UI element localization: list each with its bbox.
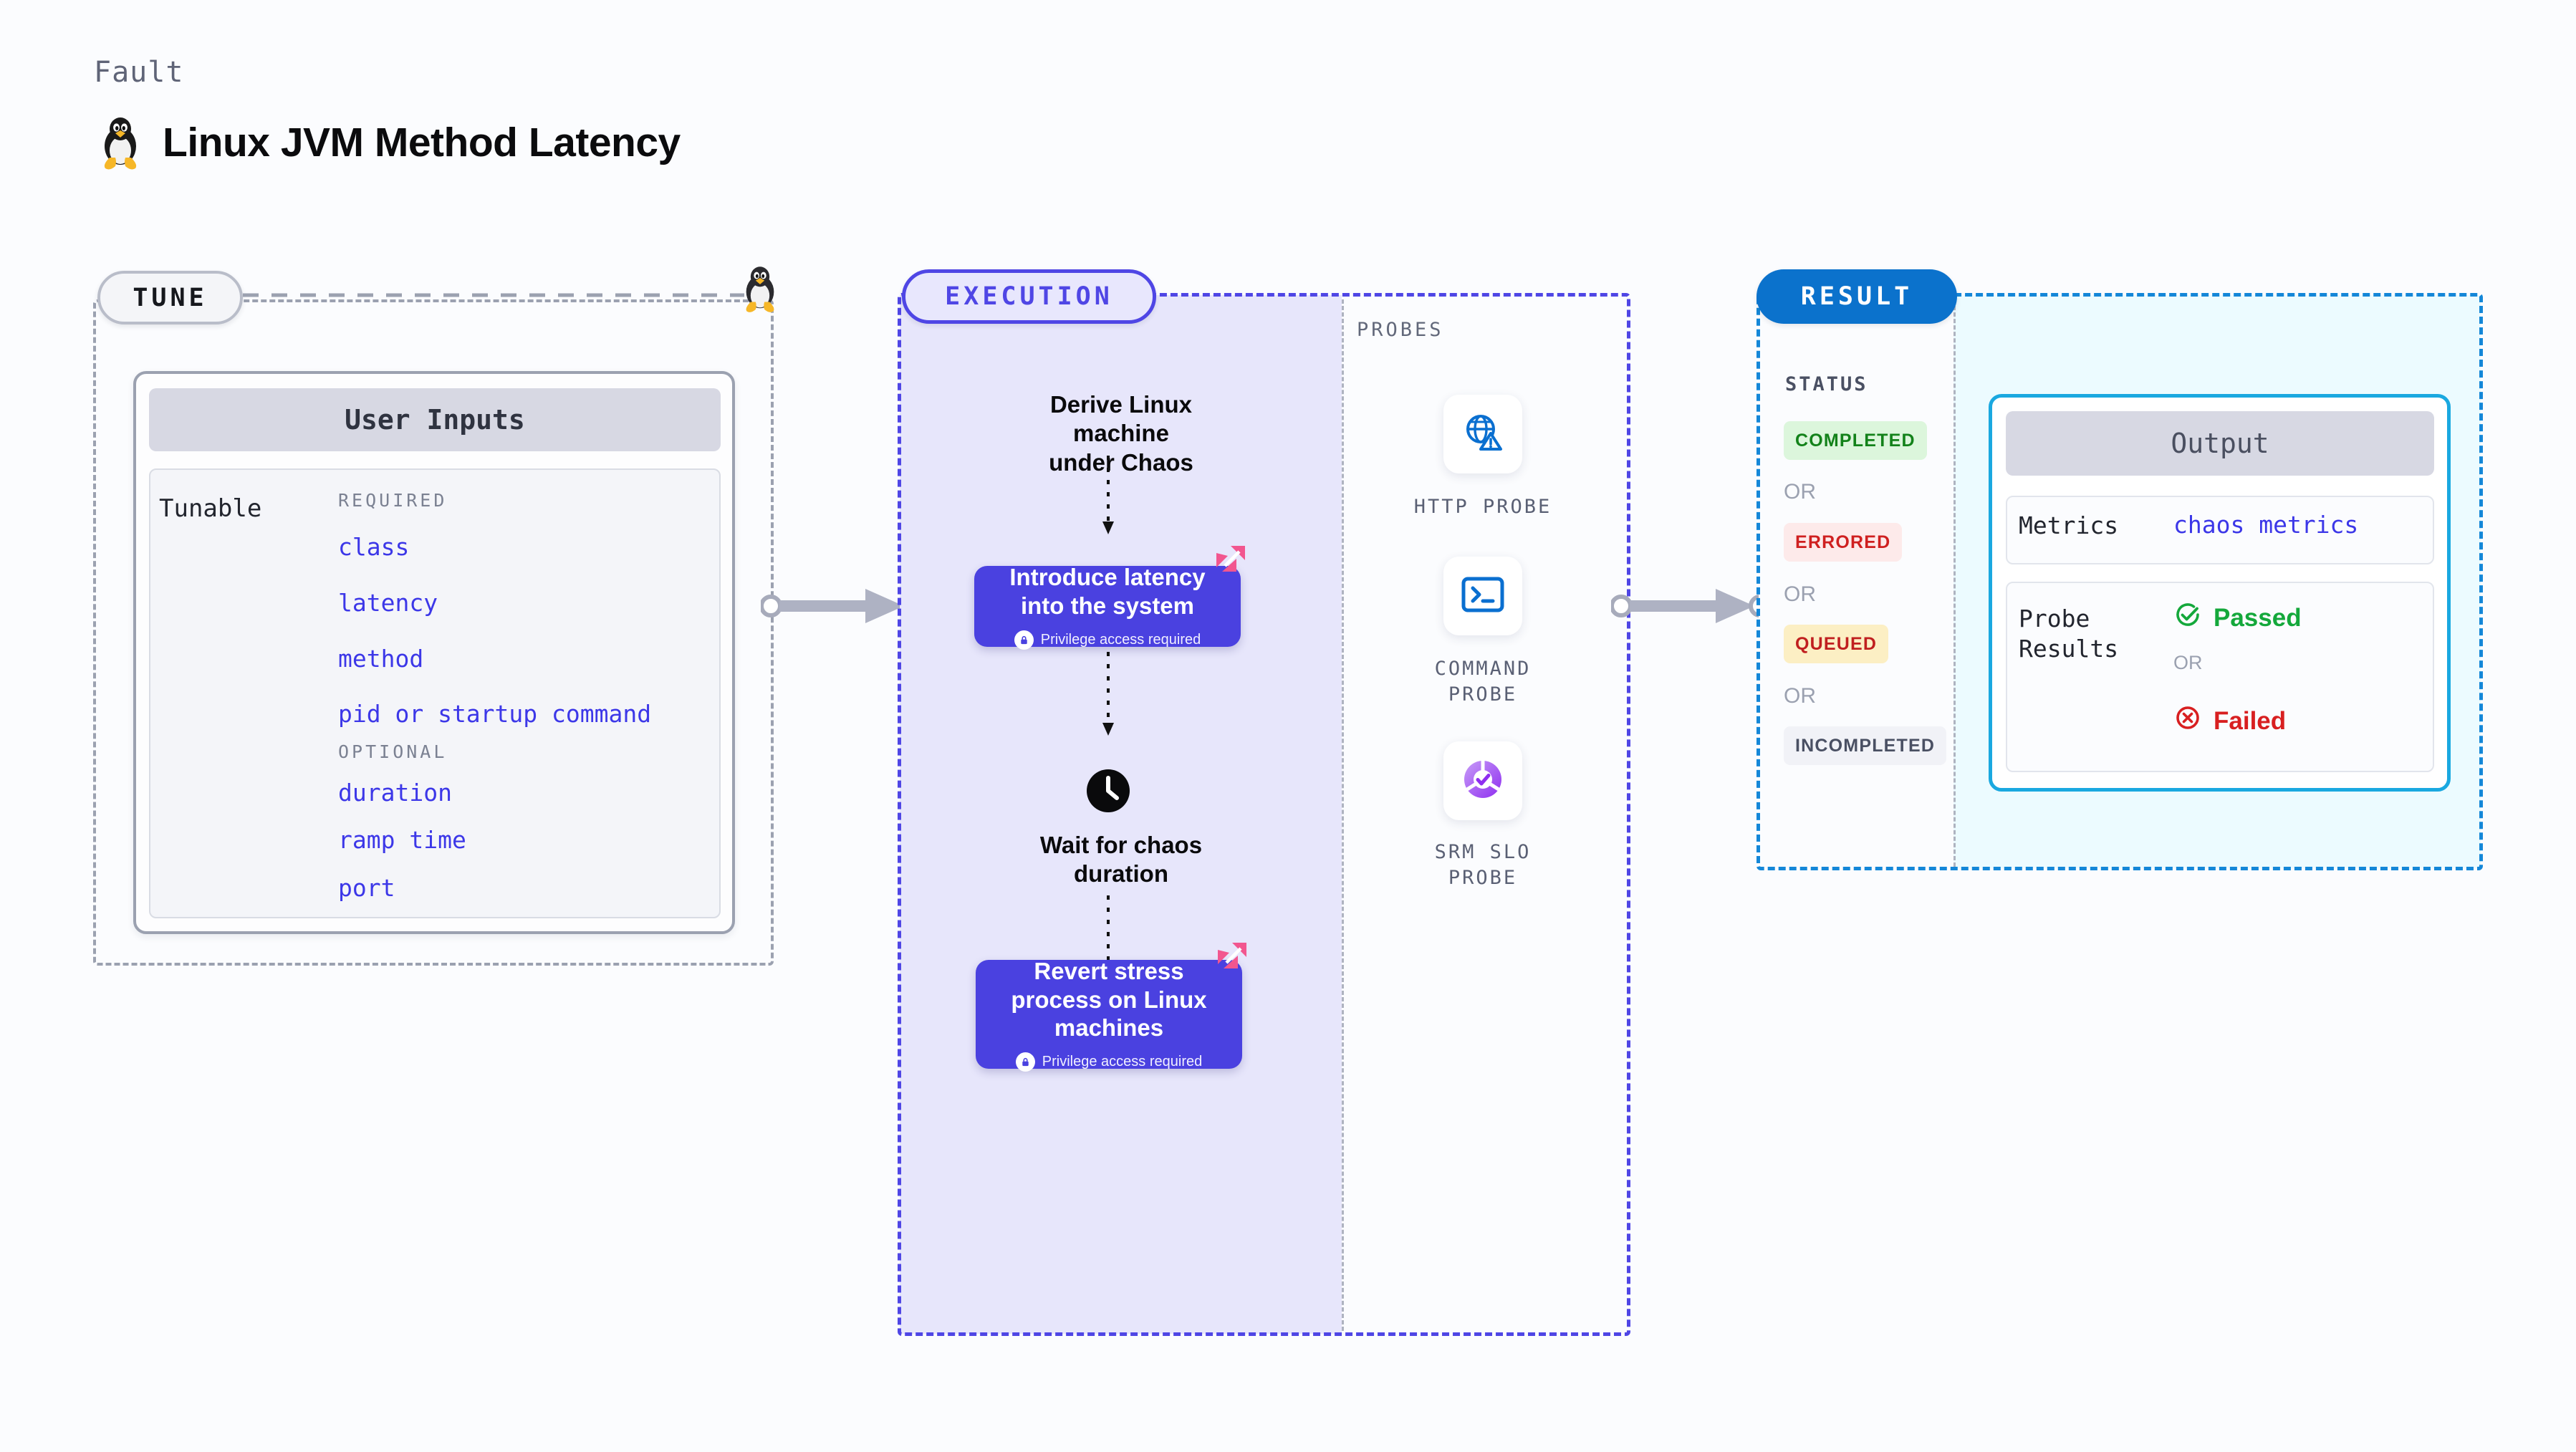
status-heading: STATUS xyxy=(1785,373,1868,395)
linux-penguin-icon xyxy=(97,115,144,170)
clock-icon xyxy=(1084,766,1133,819)
execution-stage-container xyxy=(898,293,1630,1336)
status-badge-completed: COMPLETED xyxy=(1784,421,1927,460)
tunable-class[interactable]: class xyxy=(338,533,410,561)
result-status-fill xyxy=(1759,295,1953,868)
check-circle-icon xyxy=(2173,600,2202,635)
tunable-pid-or-startup-command[interactable]: pid or startup command xyxy=(338,700,652,728)
tune-dashed-link xyxy=(243,293,744,297)
result-pill[interactable]: RESULT xyxy=(1756,269,1957,324)
execution-fill xyxy=(900,295,1342,1334)
user-inputs-header-label: User Inputs xyxy=(345,404,525,436)
introduce-latency-privilege-note: Privilege access required xyxy=(1014,630,1201,650)
execution-probes-divider xyxy=(1342,299,1344,1331)
required-group-label: REQUIRED xyxy=(338,490,448,511)
status-badge-incompleted-label: INCOMPLETED xyxy=(1795,735,1936,756)
tunable-port[interactable]: port xyxy=(338,874,395,902)
status-badge-errored: ERRORED xyxy=(1784,523,1903,562)
result-pill-label: RESULT xyxy=(1800,282,1913,311)
slo-gauge-icon xyxy=(1461,757,1505,805)
page-title-row: Linux JVM Method Latency xyxy=(97,115,681,170)
tune-stage-container xyxy=(93,299,774,966)
tune-linux-penguin-icon xyxy=(739,264,781,317)
revert-stress-privilege-text: Privilege access required xyxy=(1042,1053,1203,1069)
fault-kicker: Fault xyxy=(94,56,184,89)
output-card-header-label: Output xyxy=(2171,428,2269,459)
execution-to-result-connector xyxy=(1611,589,1772,623)
status-badge-completed-label: COMPLETED xyxy=(1795,430,1916,451)
introduce-latency-privilege-text: Privilege access required xyxy=(1040,631,1201,648)
execution-pill[interactable]: EXECUTION xyxy=(902,269,1156,324)
status-badge-queued: QUEUED xyxy=(1784,625,1889,663)
tunable-method[interactable]: method xyxy=(338,645,424,673)
execution-arrow-1 xyxy=(1102,456,1114,534)
output-metrics-value[interactable]: chaos metrics xyxy=(2173,511,2359,539)
output-probe-passed: Passed xyxy=(2173,600,2302,635)
tunable-duration[interactable]: duration xyxy=(338,779,452,807)
x-circle-icon xyxy=(2173,703,2202,739)
output-probe-or: OR xyxy=(2173,652,2203,673)
tunable-ramp-time[interactable]: ramp time xyxy=(338,826,466,854)
output-metrics-key: Metrics xyxy=(2019,511,2119,539)
output-card-header: Output xyxy=(2006,411,2434,476)
globe-warning-icon xyxy=(1461,410,1505,458)
status-badge-queued-label: QUEUED xyxy=(1795,633,1878,654)
status-or-2: OR xyxy=(1784,582,1816,606)
http-probe-tile[interactable] xyxy=(1443,395,1522,473)
output-metrics-row xyxy=(2006,496,2434,564)
execution-pill-label: EXECUTION xyxy=(945,282,1113,311)
tunable-latency[interactable]: latency xyxy=(338,589,438,617)
harness-logo-icon xyxy=(1213,543,1248,581)
optional-group-label: OPTIONAL xyxy=(338,741,448,762)
user-inputs-header: User Inputs xyxy=(149,388,721,451)
result-internal-divider xyxy=(1953,299,1956,867)
tunable-row-label: Tunable xyxy=(159,494,262,523)
lock-icon xyxy=(1014,630,1034,650)
status-badge-incompleted: INCOMPLETED xyxy=(1784,726,1947,765)
page-title: Linux JVM Method Latency xyxy=(163,120,681,165)
probes-heading: PROBES xyxy=(1357,319,1444,341)
terminal-icon xyxy=(1461,575,1505,617)
output-probe-failed-label: Failed xyxy=(2214,706,2287,735)
http-probe-label: HTTP PROBE xyxy=(1413,496,1552,518)
command-probe-tile[interactable] xyxy=(1443,557,1522,635)
tunables-body xyxy=(149,468,721,918)
status-or-3: OR xyxy=(1784,684,1816,708)
harness-logo-icon xyxy=(1215,940,1249,978)
srm-slo-probe-tile[interactable] xyxy=(1443,741,1522,820)
status-badge-errored-label: ERRORED xyxy=(1795,532,1891,552)
status-or-1: OR xyxy=(1784,480,1816,504)
execution-arrow-2 xyxy=(1102,652,1114,736)
output-probe-results-row xyxy=(2006,582,2434,772)
lock-icon xyxy=(1015,1052,1035,1072)
output-probe-failed: Failed xyxy=(2173,703,2286,739)
tune-pill[interactable]: TUNE xyxy=(97,271,243,324)
tune-pill-label: TUNE xyxy=(133,283,208,312)
output-probe-passed-label: Passed xyxy=(2214,603,2302,632)
result-stage-container xyxy=(1756,293,2483,870)
revert-stress-privilege-note: Privilege access required xyxy=(1015,1052,1203,1072)
